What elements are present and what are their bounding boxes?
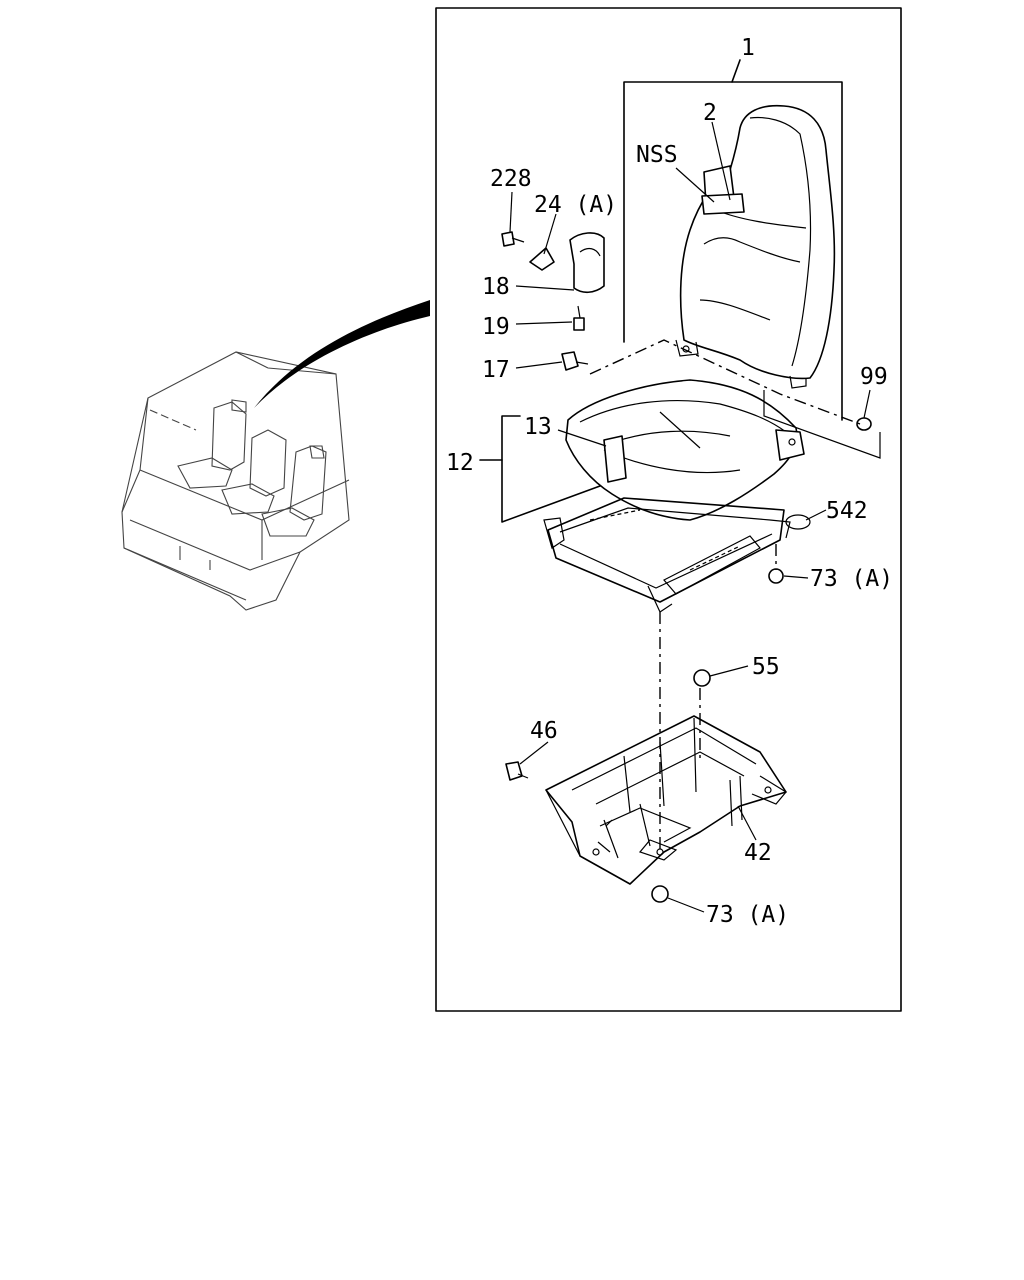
seat-slide-rail <box>543 497 811 613</box>
callout-wedge <box>254 300 430 408</box>
label-part-24a: 24 (A) <box>534 192 617 218</box>
label-part-18: 18 <box>482 274 510 300</box>
nut-73a-upper <box>768 568 784 584</box>
label-part-73a-upper: 73 (A) <box>810 566 893 592</box>
bolt-228 <box>501 231 525 247</box>
label-part-99: 99 <box>860 364 888 390</box>
washer-panel <box>763 390 881 459</box>
label-part-228: 228 <box>490 166 532 192</box>
label-part-46: 46 <box>530 718 558 744</box>
label-part-13: 13 <box>524 414 552 440</box>
screw-19 <box>573 305 585 331</box>
nut-73a-lower <box>651 885 669 903</box>
label-part-12: 12 <box>446 450 474 476</box>
label-part-17: 17 <box>482 357 510 383</box>
truck-cab-overview <box>121 351 350 611</box>
label-part-19: 19 <box>482 314 510 340</box>
cover-18 <box>569 232 605 294</box>
nut-55 <box>693 669 711 687</box>
label-part-55: 55 <box>752 654 780 680</box>
seat-cushion <box>565 379 805 521</box>
label-part-42: 42 <box>744 840 772 866</box>
cover-24a <box>529 247 555 271</box>
label-part-2: 2 <box>703 100 717 126</box>
bracket-12 <box>501 415 601 523</box>
label-part-73a-lower: 73 (A) <box>706 902 789 928</box>
label-part-542: 542 <box>826 498 868 524</box>
label-part-1: 1 <box>741 35 755 61</box>
label-nss: NSS <box>636 142 678 168</box>
center-line-upper <box>589 339 861 425</box>
seat-base-frame <box>545 715 787 885</box>
bolt-17 <box>561 351 589 371</box>
detail-frame <box>435 7 902 1012</box>
seat-assembly-box <box>623 81 843 421</box>
bolt-46 <box>505 761 529 781</box>
seat-back <box>675 104 836 389</box>
